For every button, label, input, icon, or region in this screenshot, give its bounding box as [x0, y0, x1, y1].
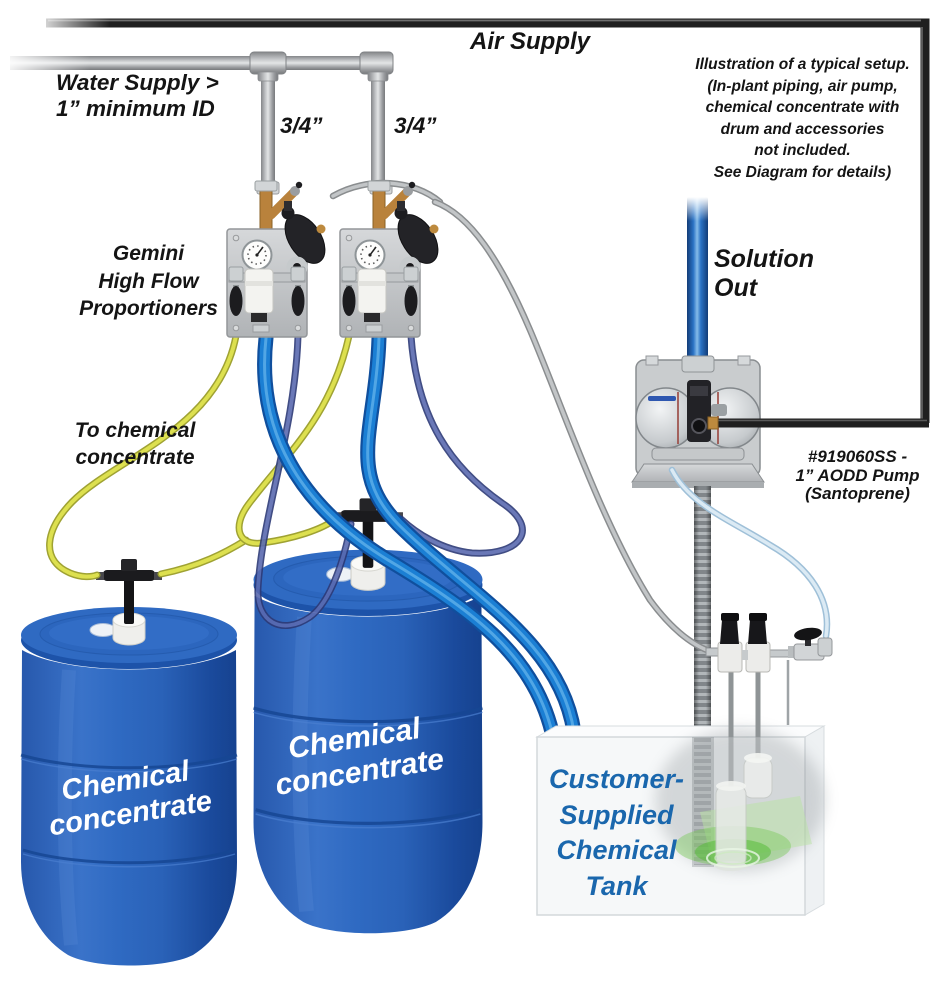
air-bleed-tube-core: [670, 468, 829, 638]
solution-out-line1: Solution: [714, 245, 814, 273]
pump-label-line3: (Santoprene): [805, 484, 910, 503]
tank-label-line1: Customer-: [548, 764, 684, 794]
to-chemical-label: To chemical concentrate: [45, 417, 225, 471]
pipe-size-left-label: 3/4”: [280, 113, 323, 138]
pump-label: #919060SS - 1” AODD Pump (Santoprene): [775, 447, 940, 504]
note-line4: drum and accessories: [720, 120, 885, 138]
water-supply-label: Water Supply > 1” minimum ID: [56, 70, 219, 121]
to-chemical-line1: To chemical: [74, 419, 196, 442]
tank-label-line2: Supplied: [559, 799, 674, 830]
proportioner-left: [227, 181, 333, 337]
proportioners-line1: Gemini: [112, 242, 185, 265]
air-line-to-pump: [707, 416, 929, 430]
tank-internals: [675, 737, 812, 871]
proportioners-label: Gemini High Flow Proportioners: [56, 240, 241, 323]
note-line1: Illustration of a typical setup.: [695, 56, 910, 73]
setup-note: Illustration of a typical setup. (In-pla…: [660, 54, 945, 183]
water-supply-line2: 1” minimum ID: [56, 95, 215, 121]
water-supply-line1: Water Supply >: [56, 70, 219, 95]
tank-manifold: [705, 613, 833, 737]
note-line6: See Diagram for details): [713, 163, 892, 181]
pipe-size-right-label: 3/4”: [394, 113, 437, 138]
corrugated-hose: [694, 486, 711, 738]
blue-hoses: [257, 330, 582, 740]
tank-label-line3: Chemical: [556, 835, 677, 865]
proportioner-right: [340, 181, 446, 337]
note-line2: (In-plant piping, air pump,: [707, 77, 898, 95]
proportioners-line2: High Flow: [98, 269, 199, 293]
chemical-tank: [535, 725, 826, 916]
tank-label-line4: Tank: [585, 870, 648, 901]
note-line3: chemical concentrate with: [705, 99, 900, 116]
tank-label: Customer- Supplied Chemical Tank: [535, 762, 698, 904]
air-supply-label: Air Supply: [470, 28, 591, 55]
solution-out-line2: Out: [714, 274, 758, 302]
yellow-tubes: [46, 332, 353, 581]
solution-out-label: Solution Out: [714, 245, 814, 303]
pump-label-line2: 1” AODD Pump: [795, 465, 920, 485]
pump-label-line1: #919060SS -: [807, 447, 908, 466]
solution-out-pipe: [687, 197, 708, 365]
aodd-pump: [631, 355, 765, 488]
proportioners-line3: Proportioners: [79, 297, 218, 320]
to-chemical-line2: concentrate: [75, 446, 195, 469]
air-supply-line: [30, 14, 930, 423]
note-line5: not included.: [754, 142, 851, 159]
